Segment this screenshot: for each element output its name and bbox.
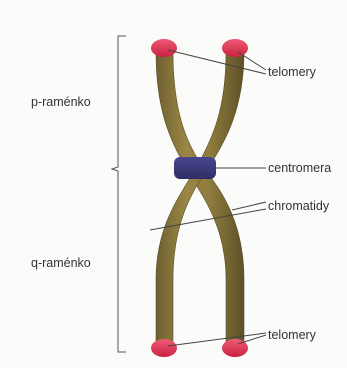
telomere-top-left xyxy=(151,39,177,57)
q-arm-bracket xyxy=(118,171,126,352)
chromatids-label: chromatidy xyxy=(268,200,329,213)
q-arm-label: q-raménko xyxy=(31,257,91,270)
centromere-label: centromera xyxy=(268,162,331,175)
leader-telomery-top-a xyxy=(168,50,266,74)
p-arm-label: p-raménko xyxy=(31,96,91,109)
p-arm-bracket xyxy=(112,36,126,171)
telomeres-top-label: telomery xyxy=(268,66,316,79)
leader-chromatidy-a xyxy=(232,202,266,210)
telomere-bottom-left xyxy=(151,339,177,357)
telomeres-bottom-label: telomery xyxy=(268,329,316,342)
telomere-top-right xyxy=(222,39,248,57)
centromere xyxy=(174,157,216,179)
